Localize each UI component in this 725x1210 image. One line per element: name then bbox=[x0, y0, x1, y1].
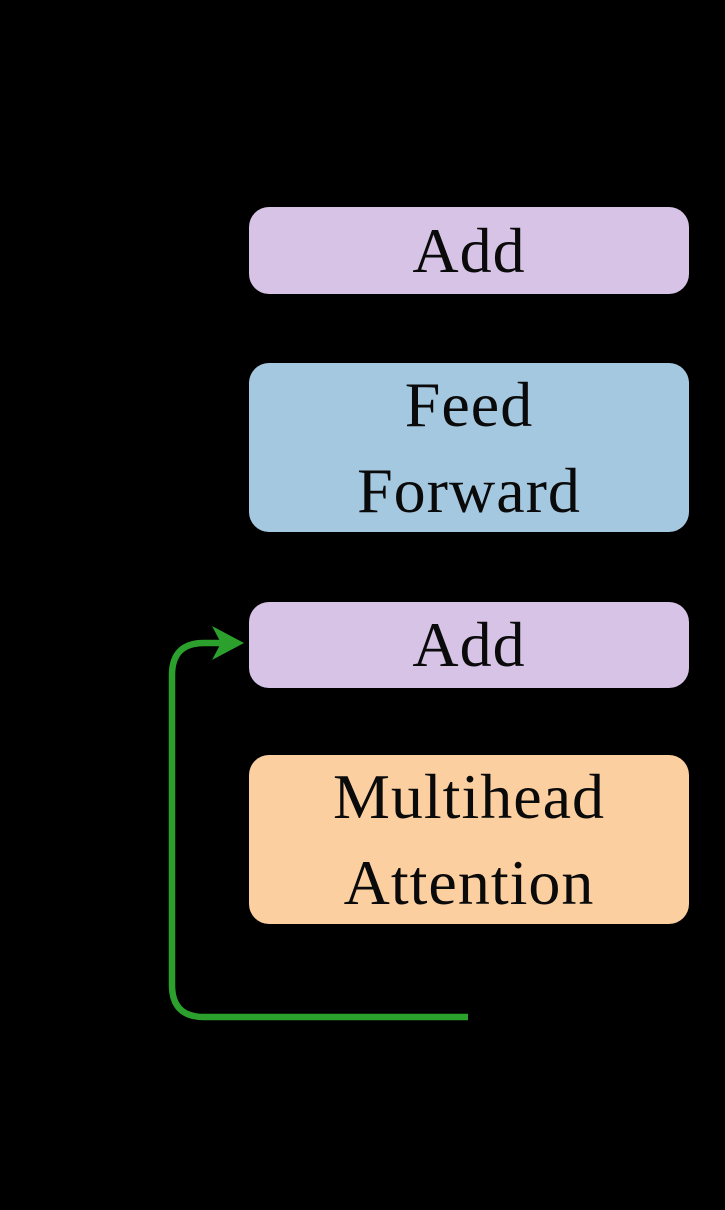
residual-arrow-line bbox=[168, 639, 468, 1021]
residual-arrowhead-icon bbox=[212, 626, 244, 660]
add-output-box: Add bbox=[249, 207, 689, 294]
add-output-label: Add bbox=[412, 214, 526, 286]
multihead-attention-label-line1: Multihead bbox=[332, 760, 606, 832]
add-residual-box: Add bbox=[249, 602, 689, 688]
multihead-attention-label-line2: Attention bbox=[343, 846, 595, 918]
feed-forward-box: Feed Forward bbox=[249, 363, 689, 532]
multihead-attention-box: Multihead Attention bbox=[249, 755, 689, 924]
feed-forward-label-line1: Feed bbox=[404, 368, 534, 440]
feed-forward-label-line2: Forward bbox=[357, 454, 581, 526]
add-residual-label: Add bbox=[412, 609, 526, 680]
